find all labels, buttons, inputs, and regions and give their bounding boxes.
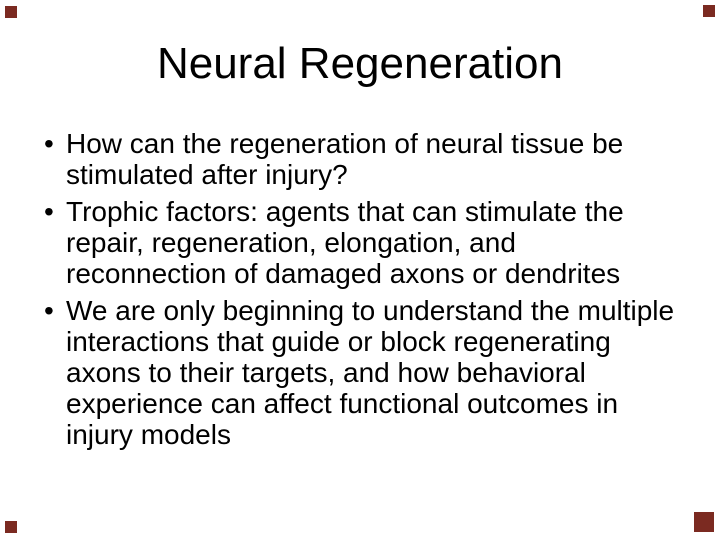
corner-marker-bottom-right	[694, 512, 714, 532]
corner-marker-bottom-left	[5, 521, 17, 533]
bullet-text: How can the regeneration of neural tissu…	[66, 128, 624, 190]
slide-title: Neural Regeneration	[156, 39, 564, 88]
corner-marker-top-right	[703, 5, 715, 17]
bullet-icon: •	[44, 295, 54, 326]
bullet-item: • Trophic factors: agents that can stimu…	[44, 196, 694, 289]
corner-marker-top-left	[5, 6, 17, 18]
bullet-icon: •	[44, 196, 54, 227]
bullet-text: Trophic factors: agents that can stimula…	[66, 196, 624, 289]
bullet-item: • How can the regeneration of neural tis…	[44, 128, 694, 190]
bullet-item: • We are only beginning to understand th…	[44, 295, 694, 450]
bullet-text: We are only beginning to understand the …	[66, 295, 675, 450]
bullet-list: • How can the regeneration of neural tis…	[44, 128, 694, 450]
bullet-icon: •	[44, 128, 54, 159]
